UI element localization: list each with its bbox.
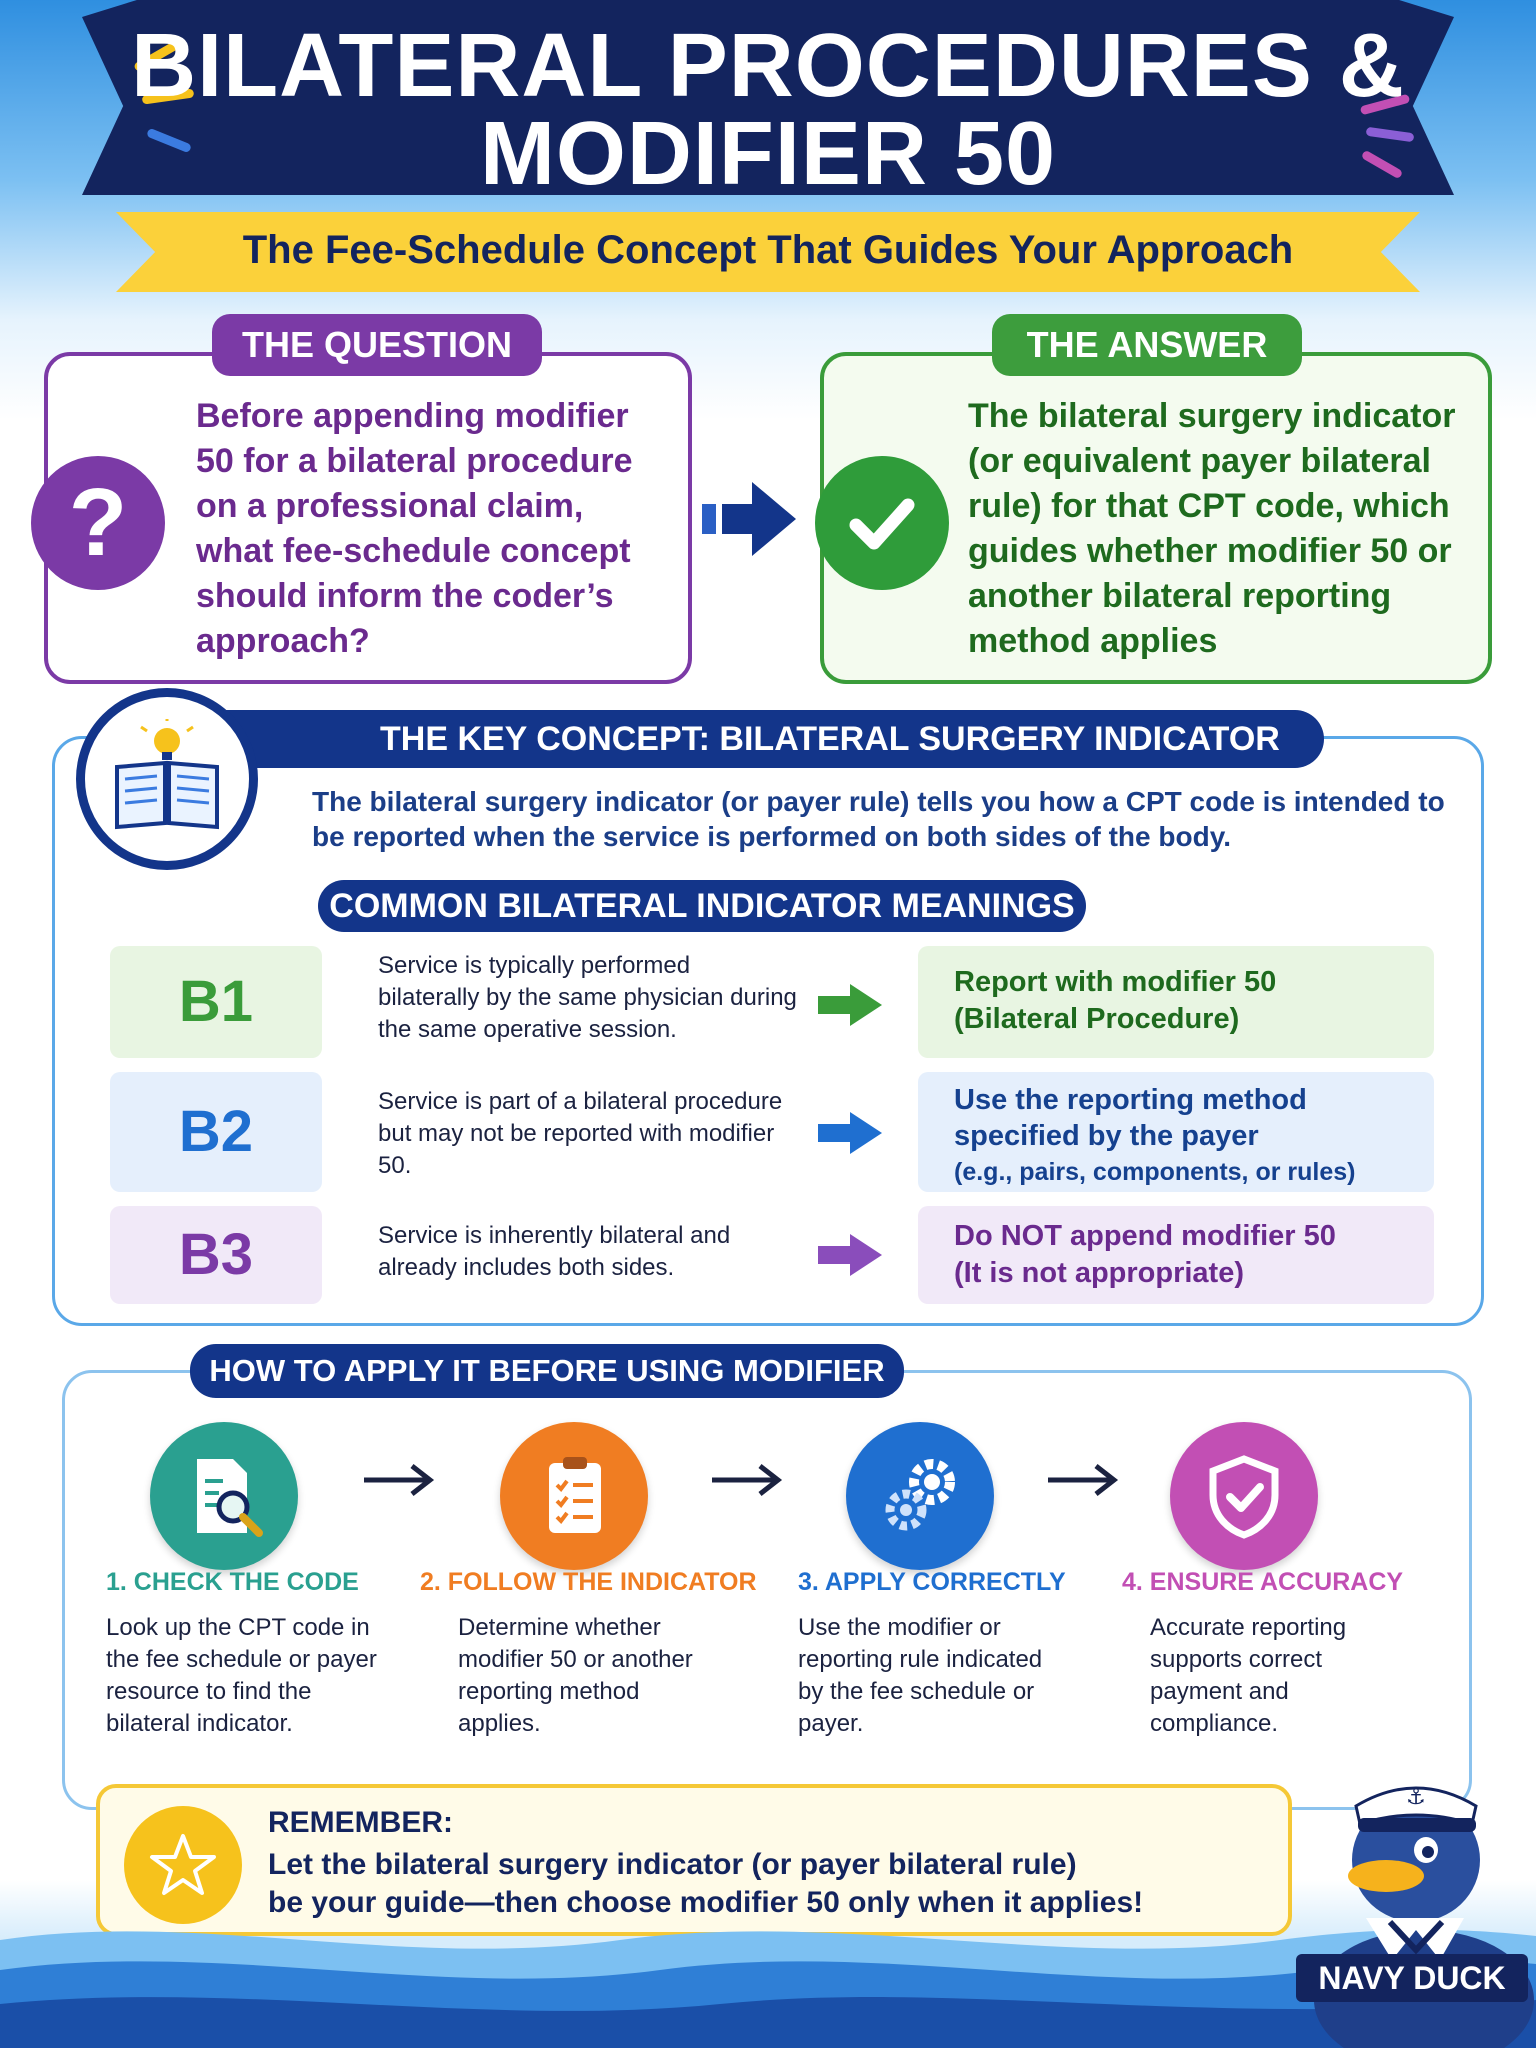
meanings-title: COMMON BILATERAL INDICATOR MEANINGS: [318, 880, 1086, 932]
how-to-apply-title: HOW TO APPLY IT BEFORE USING MODIFIER 50: [190, 1344, 904, 1442]
question-text: Before appending modifier 50 for a bilat…: [196, 397, 633, 660]
step-description-check-code: Look up the CPT code in the fee schedule…: [106, 1614, 377, 1737]
indicator-code-b3: B3: [110, 1206, 322, 1304]
title-line-1: BILATERAL PROCEDURES &: [131, 16, 1405, 116]
step-title-check-code: 1. CHECK THE CODE: [106, 1568, 359, 1596]
book-lightbulb-icon: [76, 688, 258, 870]
key-concept-title: THE KEY CONCEPT: BILATERAL SURGERY INDIC…: [200, 710, 1324, 768]
indicator-description-b2: Service is part of a bilateral procedure…: [378, 1088, 783, 1179]
question-label: THE QUESTION: [212, 314, 542, 376]
arrow-right-icon: [818, 1234, 882, 1276]
answer-label: THE ANSWER: [992, 314, 1302, 376]
remember-line: be your guide—then choose modifier 50 on…: [268, 1886, 1144, 1919]
remember-callout: [96, 1784, 1292, 1936]
page-subtitle: The Fee-Schedule Concept That Guides You…: [242, 228, 1294, 272]
subtitle-ribbon: [116, 212, 1420, 292]
shield-check-icon: [1170, 1422, 1318, 1570]
step-description-follow-indicator: Determine whether modifier 50 or another…: [458, 1614, 693, 1737]
navy-duck-mascot-icon: ⚓: [1314, 1785, 1534, 2048]
result-line: Do NOT append modifier 50: [954, 1220, 1336, 1252]
remember-line: Let the bilateral surgery indicator (or …: [268, 1848, 1077, 1881]
svg-text:⚓: ⚓: [1406, 1785, 1426, 1810]
mascot-label: NAVY DUCK: [1296, 1954, 1528, 2002]
key-concept-description: The bilateral surgery indicator (or paye…: [312, 786, 1445, 852]
remember-text: Let the bilateral surgery indicator (or …: [268, 1846, 1268, 1922]
result-line: (Bilateral Procedure): [954, 1003, 1240, 1035]
clipboard-checklist-icon: [500, 1422, 648, 1570]
step-title-apply-correctly: 3. APPLY CORRECTLY: [798, 1568, 1066, 1596]
step-title-ensure-accuracy: 4. ENSURE ACCURACY: [1122, 1568, 1404, 1596]
result-line: specified by the payer: [954, 1120, 1259, 1152]
arrow-right-icon: [818, 984, 882, 1026]
indicator-description-b1: Service is typically performed bilateral…: [378, 952, 797, 1043]
page-title: BILATERAL PROCEDURES & MODIFIER 50: [0, 16, 1536, 204]
indicator-description-b3: Service is inherently bilateral and alre…: [378, 1222, 731, 1281]
indicator-result-b3: Do NOT append modifier 50 (It is not app…: [918, 1206, 1434, 1304]
gears-icon: [846, 1422, 994, 1570]
title-line-2: MODIFIER 50: [479, 104, 1057, 204]
result-line: Use the reporting method: [954, 1084, 1307, 1116]
result-line: (e.g., pairs, components, or rules): [954, 1158, 1356, 1186]
arrow-right-icon: [712, 1464, 783, 1496]
result-line: (It is not appropriate): [954, 1257, 1244, 1289]
checkmark-icon: [815, 456, 949, 590]
arrow-right-icon: [818, 1112, 882, 1154]
step-description-ensure-accuracy: Accurate reporting supports correct paym…: [1150, 1614, 1347, 1737]
question-mark-icon: ?: [31, 456, 165, 590]
arrow-right-icon: [1048, 1464, 1119, 1496]
step-description-apply-correctly: Use the modifier or reporting rule indic…: [798, 1614, 1043, 1737]
indicator-result-b1: Report with modifier 50 (Bilateral Proce…: [918, 946, 1434, 1058]
title-banner: [82, 0, 1454, 196]
result-line: Report with modifier 50: [954, 966, 1277, 998]
star-icon: [124, 1806, 242, 1924]
step-title-follow-indicator: 2. FOLLOW THE INDICATOR: [420, 1568, 757, 1596]
answer-text: The bilateral surgery indicator (or equi…: [968, 397, 1456, 660]
indicator-code-b2: B2: [110, 1072, 322, 1192]
indicator-result-b2: Use the reporting method specified by th…: [918, 1072, 1434, 1192]
document-search-icon: [150, 1422, 298, 1570]
wave-decoration: [0, 1929, 1536, 2048]
indicator-code-b1: B1: [110, 946, 322, 1058]
arrow-right-icon: [702, 482, 796, 556]
arrow-right-icon: [364, 1464, 435, 1496]
remember-title: REMEMBER:: [268, 1806, 453, 1839]
